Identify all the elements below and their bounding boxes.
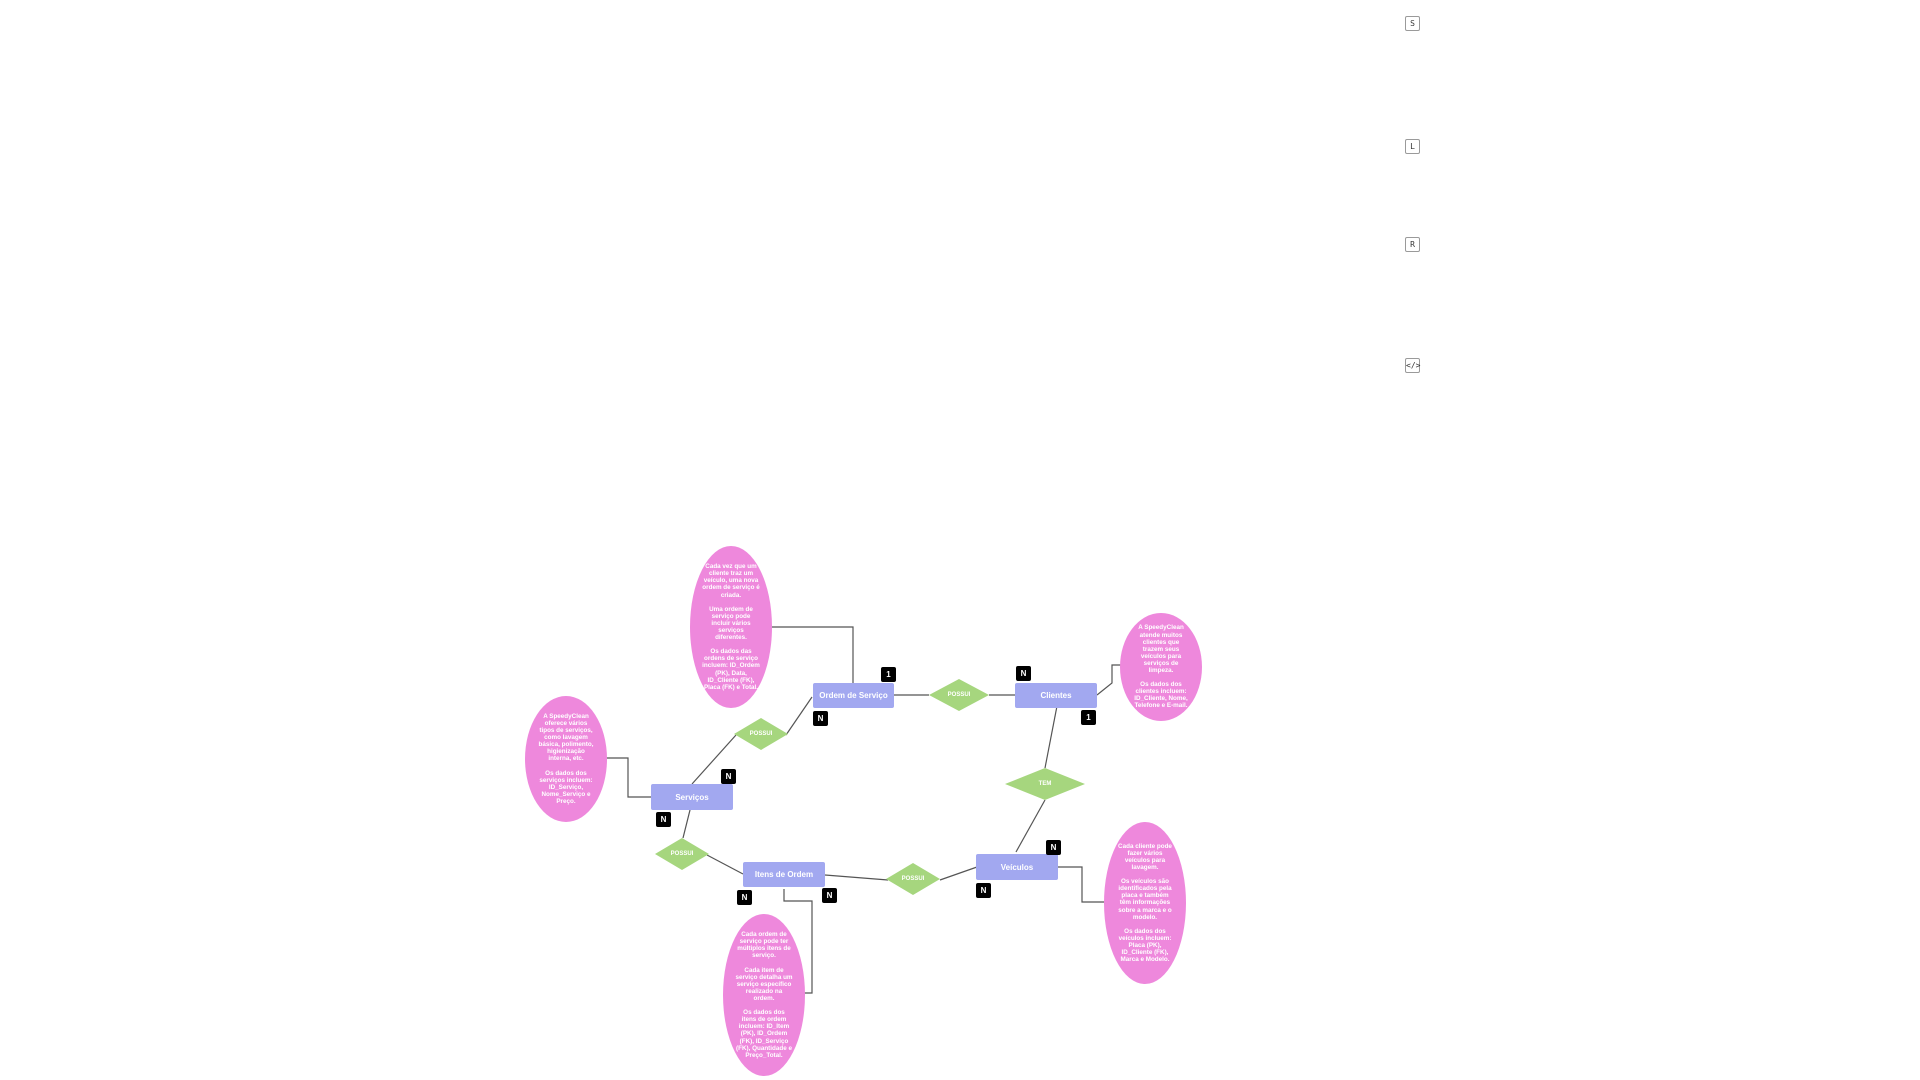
relationship-itens-veiculos[interactable]: POSSUI <box>886 863 940 895</box>
connector-itens-possui <box>824 874 889 881</box>
connector-note-ordem <box>772 626 854 683</box>
relationship-clientes-veiculos[interactable]: TEM <box>1005 768 1085 800</box>
relationship-label: TEM <box>1038 781 1052 787</box>
entity-servicos[interactable]: Serviços <box>651 784 733 810</box>
connector-note-itens <box>783 889 813 994</box>
connector-note-veiculos <box>1058 866 1106 903</box>
note-servicos[interactable]: A SpeedyClean oferece vários tipos de se… <box>525 696 607 822</box>
connector-possui-itens <box>706 854 744 875</box>
cardinality-clientes-n: N <box>1016 666 1031 681</box>
connector-tem-veiculos <box>1015 799 1046 853</box>
note-clientes[interactable]: A SpeedyClean atende muitos clientes que… <box>1120 613 1202 721</box>
diamond-shape <box>734 718 788 750</box>
relationship-label: POSSUI <box>947 692 971 698</box>
relationship-label: POSSUI <box>670 851 694 857</box>
shape-s-button[interactable]: S <box>1405 16 1420 31</box>
note-itens-de-ordem[interactable]: Cada ordem de serviço pode ter múltiplos… <box>723 914 805 1076</box>
connector-note-servicos <box>605 757 651 798</box>
shape-r-button[interactable]: R <box>1405 237 1420 252</box>
relationship-servicos-ordem[interactable]: POSSUI <box>734 718 788 750</box>
diamond-shape <box>929 679 989 711</box>
cardinality-veiculos-n-top: N <box>1046 840 1061 855</box>
relationship-label: POSSUI <box>901 876 925 882</box>
cardinality-servicos-n-top: N <box>721 769 736 784</box>
connector-possui-veiculos <box>939 866 978 881</box>
connector-servicos-possui <box>691 734 737 785</box>
cardinality-itens-n-right: N <box>822 888 837 903</box>
note-ordem-de-servico[interactable]: Cada vez que um cliente traz um veículo,… <box>690 546 772 708</box>
cardinality-itens-n-left: N <box>737 890 752 905</box>
relationship-ordem-clientes[interactable]: POSSUI <box>929 679 989 711</box>
cardinality-ordem-1: 1 <box>881 667 896 682</box>
connector-clientes-tem <box>1044 705 1058 769</box>
diamond-shape <box>655 838 709 870</box>
diamond-shape <box>886 863 940 895</box>
entity-veiculos[interactable]: Veículos <box>976 854 1058 880</box>
relationship-servicos-itens[interactable]: POSSUI <box>655 838 709 870</box>
cardinality-veiculos-n-left: N <box>976 883 991 898</box>
diamond-shape <box>1005 768 1085 800</box>
cardinality-servicos-n-bottom: N <box>656 812 671 827</box>
relationship-label: POSSUI <box>749 731 773 737</box>
shape-l-button[interactable]: L <box>1405 139 1420 154</box>
entity-clientes[interactable]: Clientes <box>1015 683 1097 708</box>
connector-possui-ordem <box>785 696 813 736</box>
connector-servicos-possui-itens <box>682 809 691 839</box>
cardinality-ordem-n: N <box>813 711 828 726</box>
note-veiculos[interactable]: Cada cliente pode fazer vários veículos … <box>1104 822 1186 984</box>
code-button[interactable]: </> <box>1405 358 1420 373</box>
entity-ordem-de-servico[interactable]: Ordem de Serviço <box>813 683 894 708</box>
connector-note-clientes <box>1096 664 1122 696</box>
cardinality-clientes-1: 1 <box>1081 710 1096 725</box>
entity-itens-de-ordem[interactable]: Itens de Ordem <box>743 862 825 887</box>
